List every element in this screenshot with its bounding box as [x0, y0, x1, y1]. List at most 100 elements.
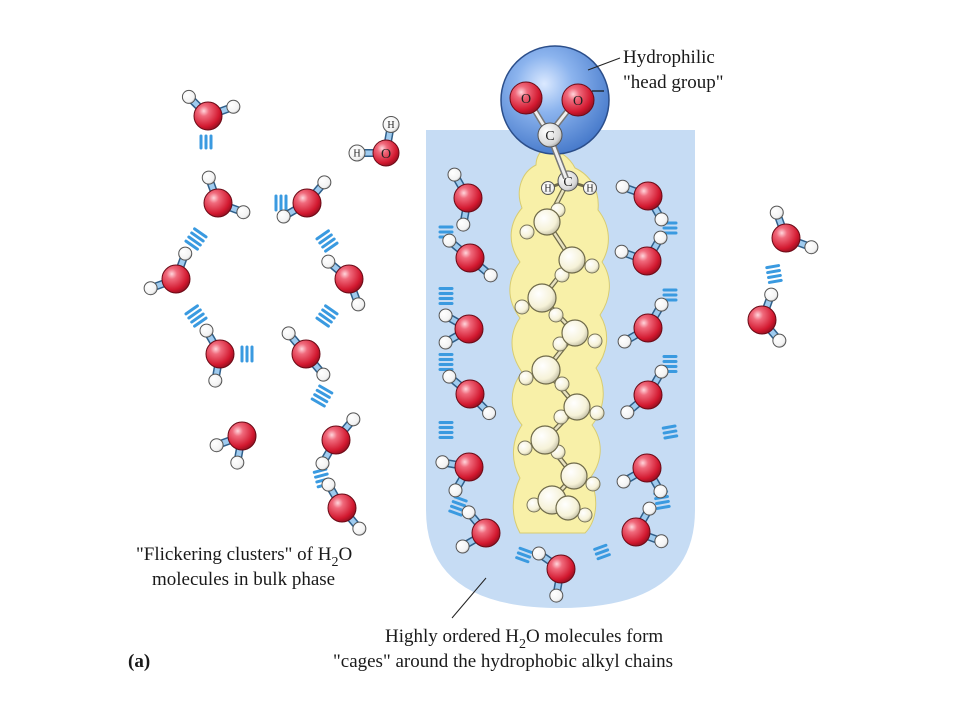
hydrogen-atom: [614, 244, 629, 259]
head-group: O O C: [500, 45, 610, 180]
hydrogen-atom: [548, 307, 564, 323]
hydrogen-atom: [208, 373, 223, 388]
hydrogen-bond: [593, 543, 611, 561]
water-molecule: [442, 233, 498, 283]
water-molecule: [199, 323, 235, 388]
water-molecule: H H O: [348, 115, 400, 167]
hydrogen-atom: [514, 299, 530, 315]
hydrogen-bond: [199, 134, 213, 150]
hydrogen-atom: [435, 455, 450, 470]
hydrogen-atom: [456, 217, 471, 232]
oxygen-atom: [455, 379, 485, 409]
oxygen-atom: [193, 101, 223, 131]
hydrogen-atom: [518, 370, 534, 386]
hydrogen-atom: [654, 212, 669, 227]
hydrogen-label: H: [387, 120, 394, 131]
oxygen-atom: [161, 264, 191, 294]
hydrogen-bond: [315, 229, 339, 253]
hydrogen-atom: [447, 167, 462, 182]
water-molecule: [447, 167, 483, 232]
carbon-atom: [530, 425, 560, 455]
cage-leader-line: [451, 577, 487, 619]
hydrogen-atom: [236, 205, 251, 220]
hydrogen-atom: [230, 455, 245, 470]
hydrogen-atom: [226, 99, 241, 114]
hydrogen-atom: [584, 258, 600, 274]
water-molecule: [531, 546, 576, 603]
hydrogen-atom: [519, 224, 535, 240]
water-molecule: [276, 175, 332, 224]
hydrogen-atom: [772, 333, 787, 348]
water-molecule: [201, 170, 251, 220]
oxygen-atom: [633, 181, 663, 211]
hydrogen-bond: [438, 421, 454, 439]
hydrogen-atom: [517, 440, 533, 456]
hydrogen-label: H: [586, 184, 593, 195]
water-molecule: [442, 369, 497, 421]
hydrogen-atom: [541, 181, 555, 195]
water-molecule: [281, 326, 331, 382]
carbon-atom: [537, 122, 563, 148]
oxygen-atom: [632, 246, 662, 276]
oxygen-atom: [561, 83, 595, 117]
hydrogen-atom: [455, 539, 470, 554]
hydrogen-bond: [184, 227, 208, 251]
oxygen-atom: [471, 518, 501, 548]
cage-label-line2: "cages" around the hydrophobic alkyl cha…: [333, 651, 673, 672]
oxygen-atom: [509, 81, 543, 115]
water-molecule: [617, 297, 669, 349]
oxygen-atom: [771, 223, 801, 253]
hydrogen-atom: [552, 336, 568, 352]
cage-label-line1: Highly ordered H2O molecules form: [385, 626, 663, 652]
hydrogen-label: H: [544, 184, 551, 195]
hydrogen-bond: [310, 384, 334, 408]
oxygen-atom: [372, 139, 400, 167]
hydrogen-atom: [615, 179, 630, 194]
bulk-phase-label-line1: "Flickering clusters" of H2O: [136, 544, 352, 570]
water-molecule: [621, 501, 669, 549]
water-molecule: [615, 179, 669, 227]
water-molecule: [620, 364, 669, 420]
hydrogen-atom: [616, 474, 631, 489]
carbon-atom: [531, 355, 561, 385]
hydrogen-atom: [769, 205, 784, 220]
hydrogen-label: H: [353, 149, 360, 160]
water-molecules: H H O: [143, 89, 819, 603]
hydrogen-atom: [438, 308, 453, 323]
carbon-label: C: [545, 129, 554, 144]
oxygen-label: O: [381, 147, 391, 162]
oxygen-atom: [292, 188, 322, 218]
hydrogen-atom: [276, 209, 291, 224]
oxygen-atom: [632, 453, 662, 483]
hydrogen-atom: [653, 230, 668, 245]
hydrogen-atom: [764, 287, 779, 302]
hydrogen-atom: [654, 534, 669, 549]
oxygen-atom: [621, 517, 651, 547]
water-molecule: [209, 421, 257, 470]
oxygen-atom: [203, 188, 233, 218]
hydrogen-atom: [654, 297, 669, 312]
carbon-atom: [558, 246, 586, 274]
water-molecule: [435, 452, 484, 498]
carbon-atom: [555, 495, 581, 521]
hydrogen-bond: [438, 353, 454, 371]
hydrogen-atom: [346, 412, 361, 427]
hydrogen-atom: [351, 297, 366, 312]
oxygen-atom: [205, 339, 235, 369]
oxygen-atom: [455, 243, 485, 273]
water-molecule: [614, 230, 668, 276]
oxygen-atom: [453, 183, 483, 213]
carbon-atom: [563, 393, 591, 421]
water-molecule: [143, 246, 193, 296]
carbon-atom: [527, 283, 557, 313]
oxygen-atom: [454, 314, 484, 344]
water-molecule: [769, 205, 819, 255]
head-group-label-line2: "head group": [623, 72, 723, 93]
hydrogen-atom: [448, 483, 463, 498]
hydrogen-atom: [549, 588, 564, 603]
hydrogen-bond: [448, 495, 468, 517]
hydrogen-atom: [442, 369, 457, 384]
hydrogen-bond: [274, 194, 288, 212]
